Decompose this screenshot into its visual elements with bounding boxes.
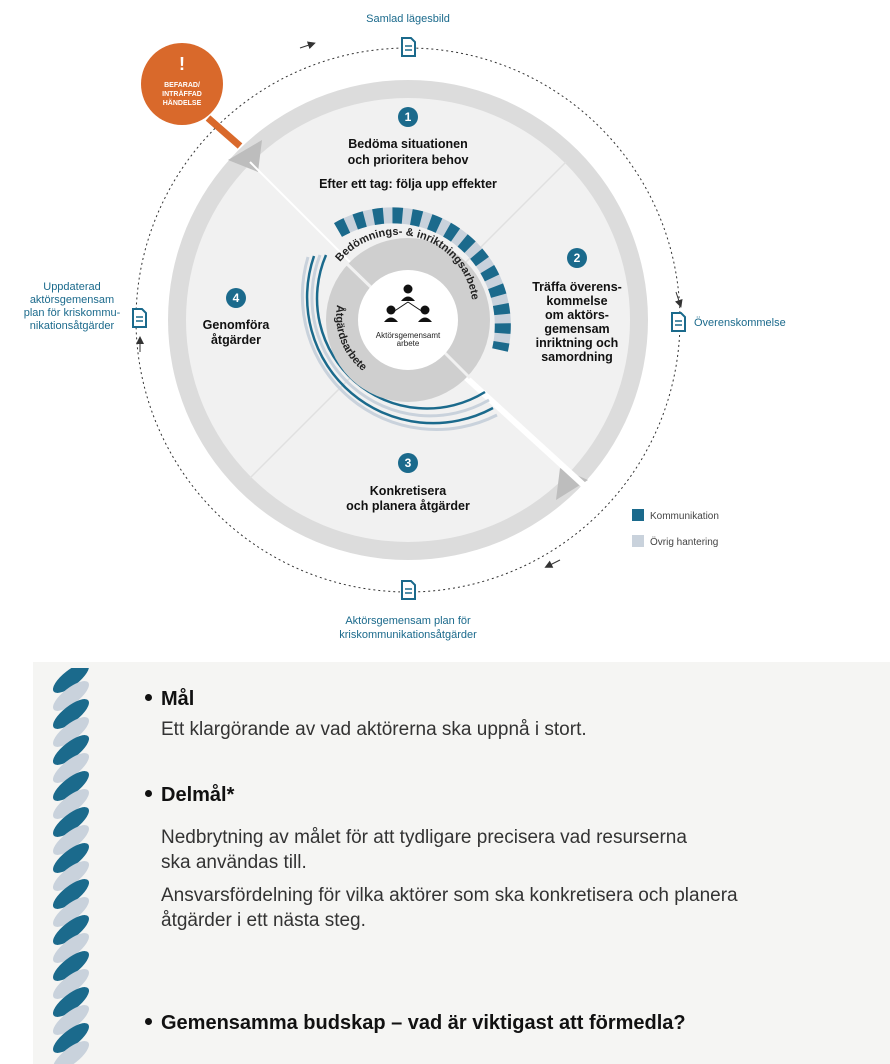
bottom-document-label-2: kriskommunikationsåtgärder (339, 629, 477, 641)
rope-strand (52, 915, 90, 945)
left-document-label-4: nikationsåtgärder (30, 320, 115, 332)
legend-label-communication: Kommunikation (650, 511, 719, 522)
step-3-badge (398, 453, 418, 473)
center-label-1: Aktörsgemensamt (376, 331, 441, 340)
step-2-badge (567, 248, 587, 268)
people-network-icon (384, 284, 432, 322)
rope-strand (52, 879, 90, 909)
step-1-badge (398, 107, 418, 127)
step-2-line-2: kommelse (546, 294, 607, 308)
step-2-line-6: samordning (541, 350, 613, 364)
rope-strand (52, 753, 90, 783)
rope-strand (52, 771, 90, 801)
center-label-2: arbete (397, 339, 420, 348)
bullet-text-delmal-1a: Nedbrytning av målet för att tydligare p… (161, 827, 687, 848)
step-1-line-2: och prioritera behov (348, 153, 469, 167)
rope-strand (52, 681, 90, 711)
alert-exclamation-icon: ! (179, 54, 185, 74)
rope-strand (52, 933, 90, 963)
left-document-label-1: Uppdaterad (43, 281, 101, 293)
bottom-document-label-1: Aktörsgemensam plan för (345, 615, 471, 627)
divider-sw (249, 371, 357, 479)
rope-strand (52, 861, 90, 891)
bullet-text-delmal-1b: ska användas till. (161, 852, 307, 873)
alert-bubble (141, 43, 223, 125)
step-1-line-1: Bedöma situationen (348, 137, 467, 151)
rope-decoration-icon (52, 668, 90, 1064)
rope-strand (52, 987, 90, 1017)
step-3-line-2: och planera åtgärder (346, 499, 470, 513)
rope-strand (52, 1005, 90, 1035)
left-document-label-2: aktörsgemensam (30, 294, 114, 306)
rope-strand (52, 735, 90, 765)
bullet-dot-icon (145, 1018, 152, 1026)
step-2-line-4: gemensam (544, 322, 609, 336)
list-item: Gemensamma budskap – vad är viktigast at… (145, 1012, 686, 1035)
top-document-icon (400, 37, 416, 57)
bullet-text-delmal-2a: Ansvarsfördelning för vilka aktörer som … (161, 885, 738, 906)
top-document-label: Samlad lägesbild (366, 13, 450, 25)
alert-pointer (205, 115, 243, 149)
rope-strand (52, 668, 90, 693)
step-4-line-1: Genomföra (203, 318, 271, 332)
step-3-number: 3 (405, 456, 412, 470)
step-4-badge (226, 288, 246, 308)
alert-line-1: BEFARAD/ (164, 82, 200, 89)
rope-strand (52, 1023, 90, 1053)
rope-strand (52, 699, 90, 729)
bullet-text-mal: Ett klargörande av vad aktörerna ska upp… (161, 719, 587, 740)
ring-arrow-bottom-right (556, 468, 588, 500)
rope-strand (52, 951, 90, 981)
rope-strand (52, 1041, 90, 1064)
alert-line-2: INTRÄFFAD (162, 90, 202, 98)
rope-strand (52, 789, 90, 819)
legend-swatch-communication (632, 509, 644, 521)
left-document-icon (131, 308, 147, 328)
step-2-number: 2 (574, 251, 581, 265)
communication-rope-top (334, 207, 511, 352)
step-2-line-3: om aktörs- (545, 308, 609, 322)
step-2-line-1: Träffa överens- (532, 280, 622, 294)
legend-swatch-other (632, 535, 644, 547)
crisis-communication-cycle-diagram: Bedömnings- & inriktningsarbete Åtgärdsa… (24, 13, 786, 641)
bullet-dot-icon (145, 790, 152, 798)
alert-line-3: HÄNDELSE (163, 99, 202, 107)
step-1-number: 1 (405, 110, 412, 124)
rope-strand (52, 843, 90, 873)
bottom-document-icon (400, 580, 416, 600)
step-4-number: 4 (233, 291, 240, 305)
divider-nw (249, 161, 357, 269)
rope-strand (52, 807, 90, 837)
right-document-label: Överenskommelse (694, 317, 786, 329)
rope-strand (52, 969, 90, 999)
rope-strand (52, 717, 90, 747)
right-document-icon (670, 312, 686, 332)
bullet-heading-delmal: Delmål* (161, 784, 235, 806)
legend-label-other: Övrig hantering (650, 536, 718, 548)
rope-strand (52, 897, 90, 927)
rope-strand (52, 825, 90, 855)
list-item: Delmål* Nedbrytning av målet för att tyd… (145, 784, 738, 933)
ring-arrow-top-left (228, 140, 262, 172)
left-document-label-3: plan för kriskommu- (24, 307, 121, 319)
step-1-extra: Efter ett tag: följa upp effekter (319, 177, 497, 191)
list-item: Mål Ett klargörande av vad aktörerna ska… (145, 688, 587, 742)
bullet-dot-icon (145, 694, 152, 702)
bullet-heading-mal: Mål (161, 688, 195, 710)
step-2-line-5: inriktning och (536, 336, 619, 350)
explanation-panel: Mål Ett klargörande av vad aktörerna ska… (33, 662, 890, 1064)
step-4-line-2: åtgärder (211, 333, 261, 347)
bullet-heading-budskap: Gemensamma budskap – vad är viktigast at… (161, 1012, 686, 1034)
center-disk (358, 270, 458, 370)
step-3-line-1: Konkretisera (370, 484, 447, 498)
bullet-text-delmal-2b: åtgärder i ett nästa steg. (161, 910, 366, 931)
